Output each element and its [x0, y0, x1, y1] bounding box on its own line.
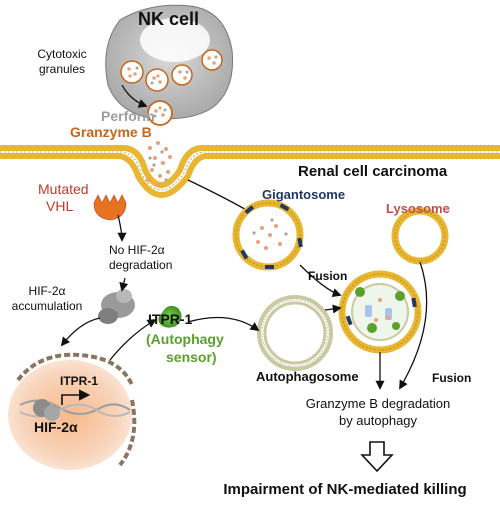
- arrow-autophagosome-to-fusion: [324, 304, 342, 314]
- degradation-label: degradation: [109, 258, 173, 272]
- gigantosome-label: Gigantosome: [262, 187, 346, 202]
- impairment-label: Impairment of NK-mediated killing: [223, 481, 467, 498]
- fusion-label-bottom: Fusion: [432, 371, 472, 385]
- nucleus-itpr1-label: ITPR-1: [60, 374, 99, 388]
- autolysosome-vesicle: [338, 270, 422, 354]
- mutated-label: Mutated: [38, 181, 89, 197]
- released-granzyme: [146, 141, 172, 187]
- arrow-lysosome-to-degradation: [399, 261, 428, 390]
- plasma-membrane: [0, 145, 500, 198]
- hif-accum-label-2: accumulation: [11, 299, 83, 313]
- arrow-nohif-to-accumulation: [119, 277, 129, 292]
- mutated-vhl-icon: [93, 194, 127, 221]
- released-perforin: [148, 150, 168, 182]
- nucleus: [8, 352, 137, 470]
- autophagosome-vesicle: [257, 295, 333, 371]
- granule-arrow: [121, 84, 148, 108]
- gzb-degradation-label-1: Granzyme B degradation: [305, 396, 451, 411]
- hif2a-protein: [98, 289, 135, 324]
- arrow-nucleus-to-itpr1: [109, 319, 157, 361]
- gigantosome-vesicle: [232, 199, 304, 271]
- nk-nucleus: [140, 18, 210, 62]
- rcc-label: Renal cell carcinoma: [298, 163, 448, 180]
- vhl-label: VHL: [46, 198, 74, 214]
- cytotoxic-granules: [120, 49, 223, 126]
- no-hif-label: No HIF-2α: [109, 243, 165, 257]
- lysosome-label: Lysosome: [386, 201, 450, 216]
- fusion-label-top: Fusion: [308, 269, 348, 283]
- granules-label: granules: [38, 62, 86, 76]
- gzb-degradation-label-2: by autophagy: [338, 413, 418, 428]
- nucleus-hif-label: HIF-2α: [34, 419, 78, 435]
- granzyme-b-label: Granzyme B: [70, 124, 152, 140]
- autophagosome-label: Autophagosome: [256, 369, 359, 384]
- hif-accum-label-1: HIF-2α: [28, 284, 66, 298]
- autophagy-sensor-label-1: (Autophagy: [146, 331, 224, 347]
- arrow-itpr1-to-autophagosome: [187, 316, 260, 332]
- itpr1-sensor-protein: [158, 305, 182, 328]
- itpr1-label: ITPR-1: [148, 311, 193, 327]
- arrow-gigantosome-to-fusion: [299, 264, 342, 298]
- nk-cell-label: NK cell: [138, 9, 200, 29]
- arrow-vhl-to-nohif: [117, 214, 127, 242]
- arrow-hif-to-nucleus: [60, 317, 101, 347]
- perforin-label: Perforin: [101, 108, 155, 124]
- autophagy-sensor-label-2: sensor): [166, 349, 217, 365]
- cytotoxic-label: Cytotoxic: [37, 47, 87, 61]
- impairment-arrow: [360, 441, 394, 473]
- lysosome-vesicle: [391, 207, 449, 265]
